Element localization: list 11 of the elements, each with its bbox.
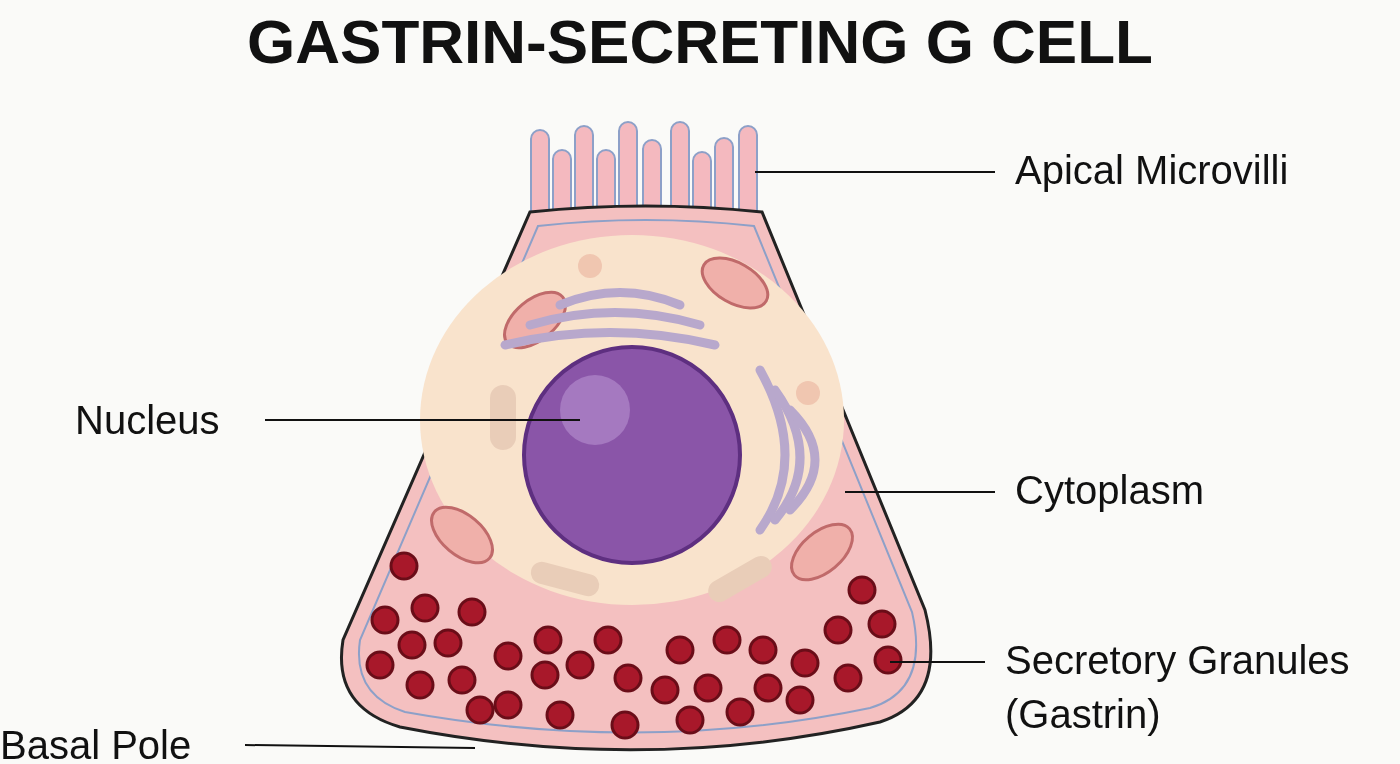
leader-line [244, 744, 476, 749]
leader-line [754, 171, 996, 173]
part-label: Basal Pole [0, 718, 192, 764]
part-label: Secretory Granules (Gastrin) [1005, 633, 1400, 741]
part-label: Nucleus [75, 393, 220, 447]
part-label: Apical Microvilli [1015, 143, 1289, 197]
leader-line [264, 419, 581, 421]
leader-line [889, 661, 986, 663]
part-label: Cytoplasm [1015, 463, 1204, 517]
leader-line [844, 491, 996, 493]
diagram-title: GASTRIN-SECRETING G CELL [246, 6, 1154, 77]
